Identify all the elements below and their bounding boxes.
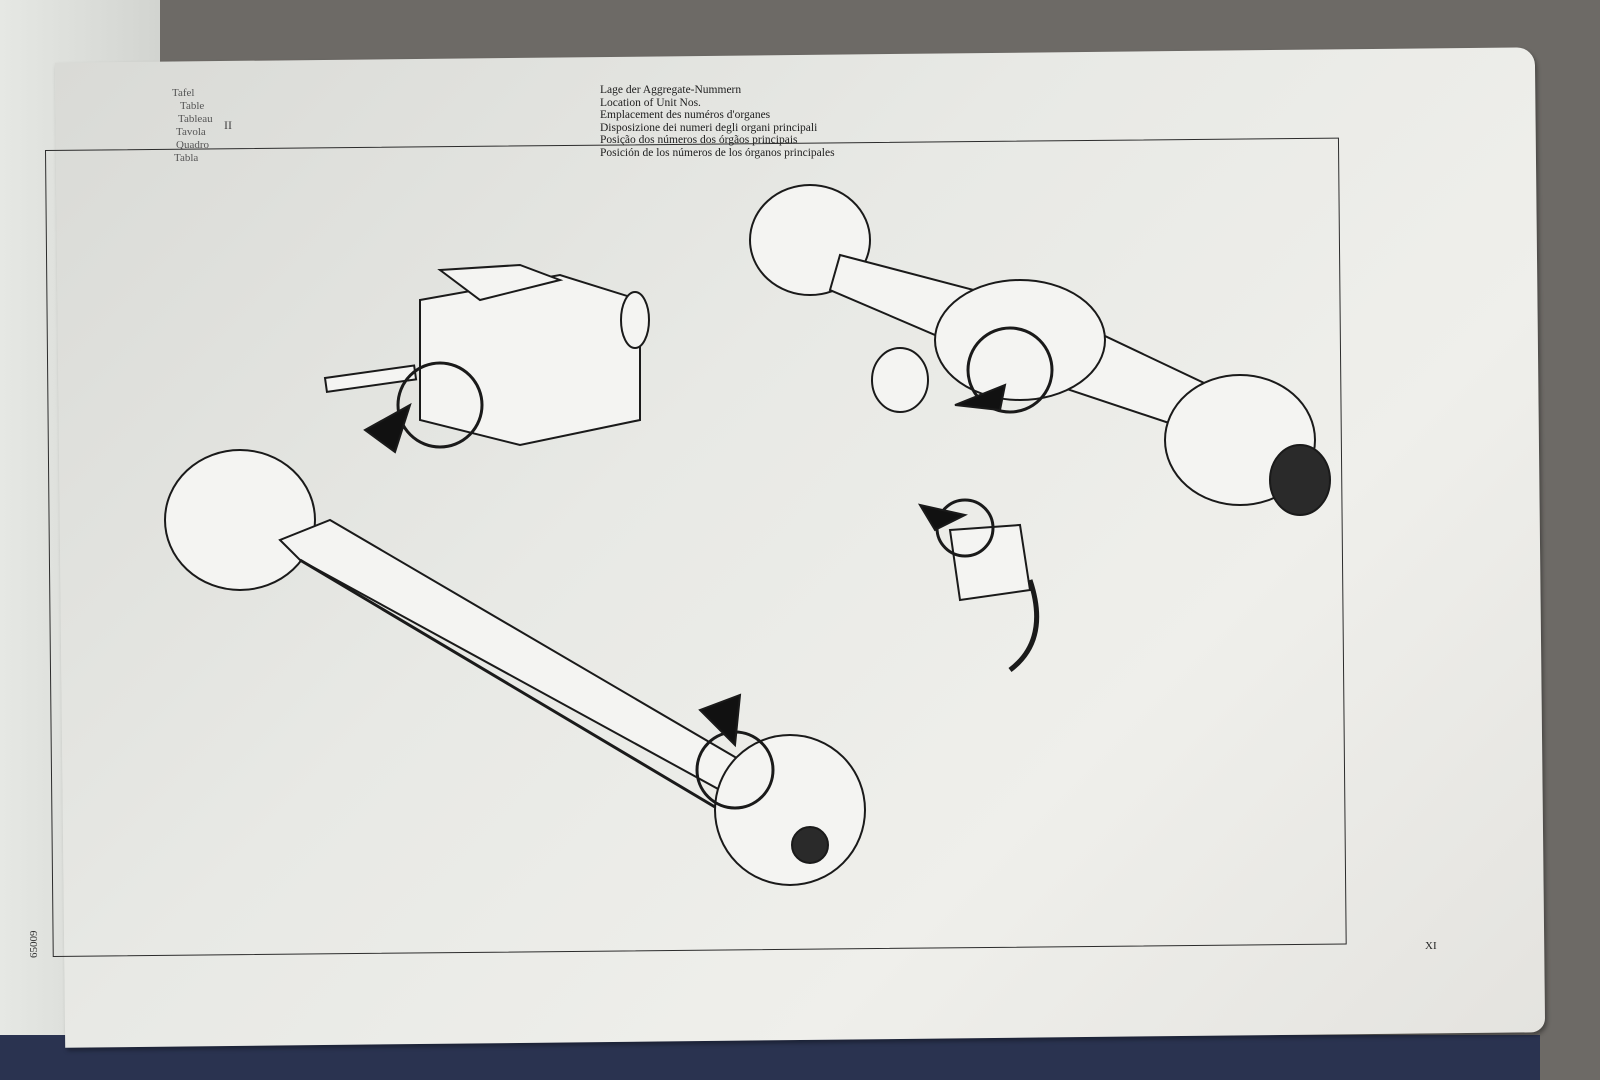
table-labels: Tafel Table Tableau Tavola Quadro Tabla: [172, 87, 213, 165]
rear-axle-drawing: [749, 184, 1331, 516]
steering-box-drawing: [917, 498, 1040, 672]
table-label: Tabla: [174, 152, 199, 164]
table-label: Quadro: [176, 139, 209, 151]
table-label: Table: [180, 100, 205, 112]
title-de: Lage der Aggregate-Nummern: [600, 84, 742, 96]
page-number: XI: [1425, 940, 1437, 952]
document-number: 65009: [28, 930, 40, 959]
front-axle-drawing: [164, 449, 866, 886]
gearbox-drawing: [323, 263, 650, 454]
title-fr: Emplacement des numéros d'organes: [600, 109, 771, 121]
title-pt: Posição dos números dos órgãos principai…: [600, 134, 798, 146]
title-en: Location of Unit Nos.: [600, 96, 701, 109]
table-label: Tavola: [176, 126, 206, 138]
title-es: Posición de los números de los órganos p…: [600, 146, 835, 159]
table-label: Tableau: [178, 113, 213, 125]
table-number: II: [224, 118, 232, 132]
title-it: Disposizione dei numeri degli organi pri…: [600, 121, 818, 134]
page-titles: Lage der Aggregate-Nummern Location of U…: [600, 84, 835, 159]
table-label: Tafel: [172, 87, 195, 99]
